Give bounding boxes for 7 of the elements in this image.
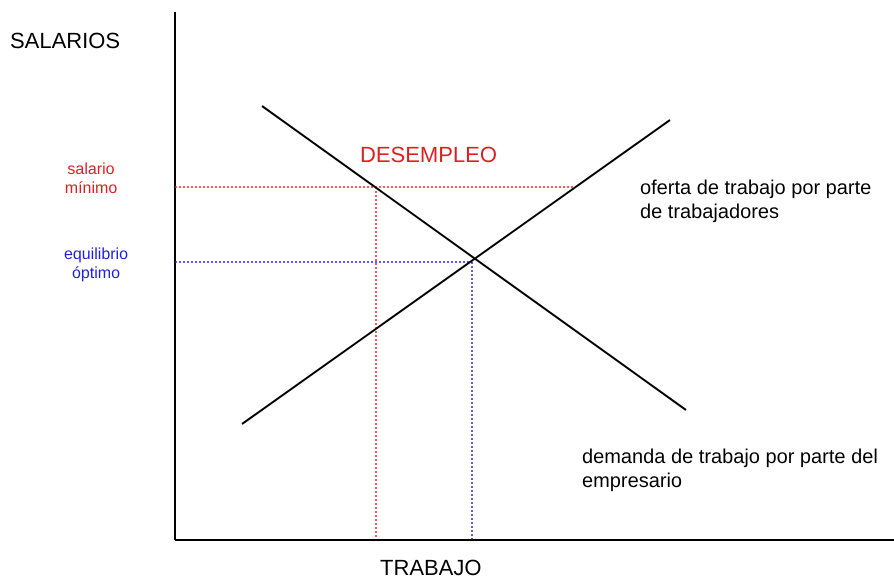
level-label: equilibrio óptimo <box>62 245 130 284</box>
axis-title: SALARIOS <box>10 28 122 54</box>
axis-title: TRABAJO <box>380 555 482 582</box>
curve-label: oferta de trabajo por parte de trabajadores <box>640 176 872 224</box>
curve-label: demanda de trabajo por parte del empresario <box>582 445 879 493</box>
level-label: salario mínimo <box>64 160 118 198</box>
region-label: DESEMPLEO <box>360 142 498 168</box>
